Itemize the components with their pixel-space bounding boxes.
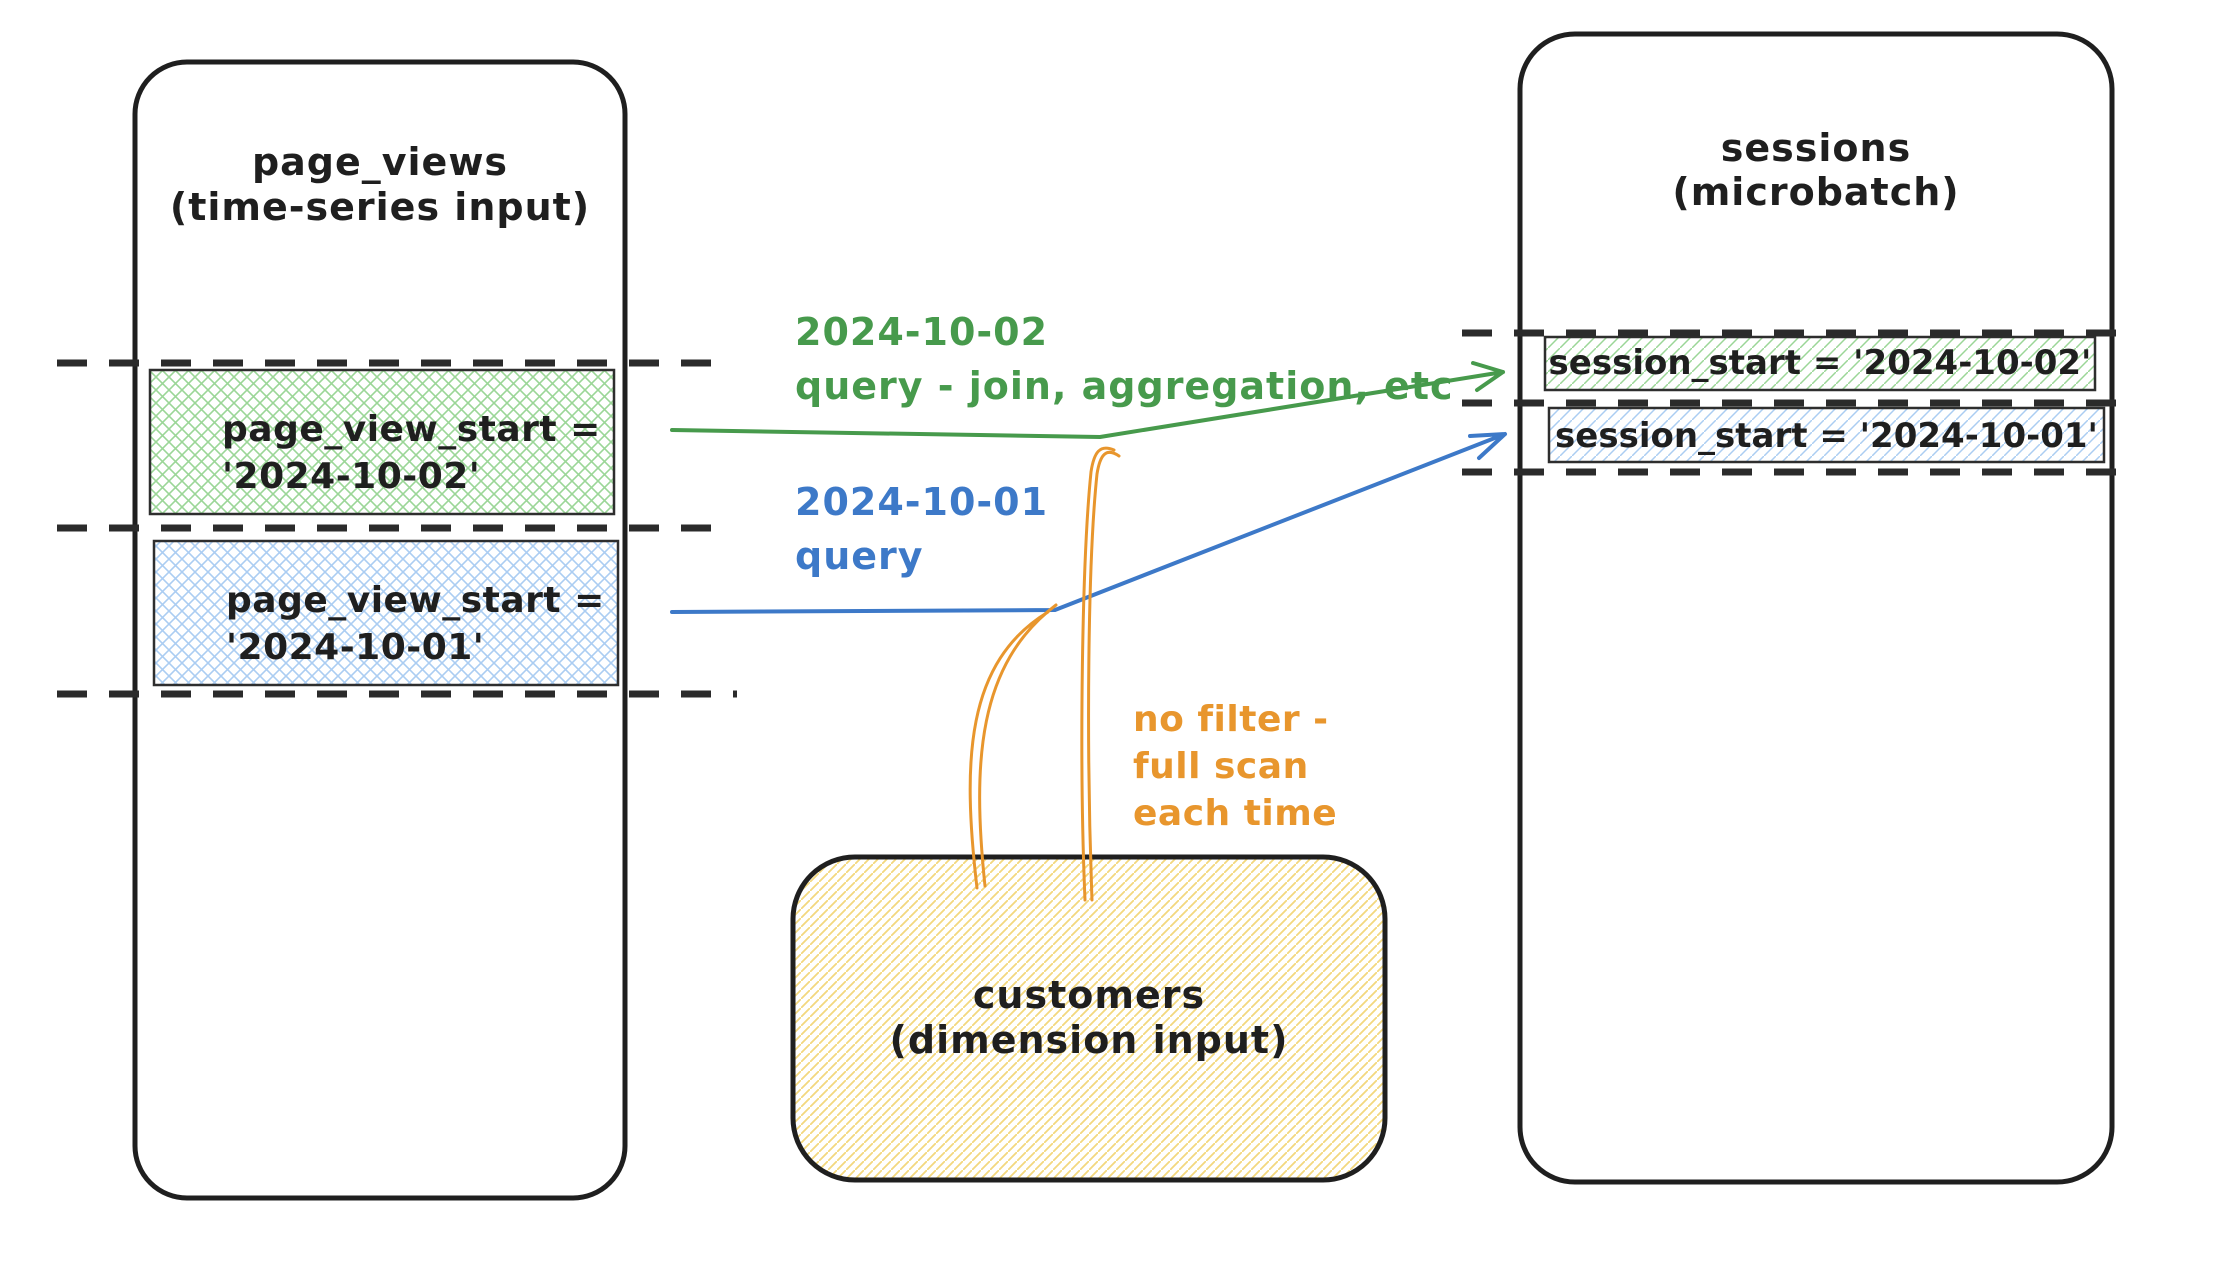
green-partition-label-line2: '2024-10-02' — [222, 456, 481, 497]
customers-title: customers — [972, 973, 1206, 1017]
sessions-row-2024-10-01 — [1547, 406, 2106, 464]
orange-connector-left-stroke-1 — [968, 610, 1050, 890]
left-partition-boundaries — [57, 359, 737, 698]
orange-connector-left-stroke-2 — [978, 603, 1058, 888]
blue-partition-label-line1: page_view_start = — [226, 580, 605, 621]
page-views-title: page_views — [251, 140, 509, 184]
sessions-row-2024-10-02 — [1543, 335, 2097, 392]
orange-note-line3: each time — [1133, 793, 1338, 834]
orange-note-line1: no filter - — [1133, 699, 1329, 740]
sessions-table-outline — [1517, 31, 2115, 1185]
sessions-subtitle: (microbatch) — [1672, 170, 1960, 214]
green-query-arrow — [670, 361, 1505, 439]
green-query-label-line1: 2024-10-02 — [795, 310, 1049, 354]
sessions-green-row-label: session_start = '2024-10-02' — [1548, 343, 2092, 383]
page-views-partition-2024-10-01 — [152, 539, 620, 687]
green-partition-label-line1: page_view_start = — [222, 409, 601, 450]
orange-connector-right-stroke-1 — [1080, 446, 1116, 902]
orange-full-scan-connectors — [968, 446, 1121, 902]
right-partition-boundaries — [1462, 329, 2124, 476]
orange-note-line2: full scan — [1133, 746, 1309, 787]
blue-query-label-line1: 2024-10-01 — [795, 480, 1049, 524]
blue-query-label-line2: query — [795, 534, 924, 578]
customers-subtitle: (dimension input) — [889, 1018, 1289, 1062]
page-views-subtitle: (time-series input) — [169, 185, 591, 229]
orange-connector-right-stroke-2 — [1087, 450, 1121, 902]
sessions-blue-row-label: session_start = '2024-10-01' — [1555, 416, 2098, 456]
sessions-title: sessions — [1720, 126, 1912, 170]
blue-partition-label-line2: '2024-10-01' — [226, 627, 485, 668]
blue-query-arrow — [670, 432, 1507, 614]
page-views-partition-2024-10-02 — [148, 368, 616, 516]
customers-table-outline — [790, 854, 1388, 1183]
green-query-label-line2: query - join, aggregation, etc — [795, 364, 1454, 408]
